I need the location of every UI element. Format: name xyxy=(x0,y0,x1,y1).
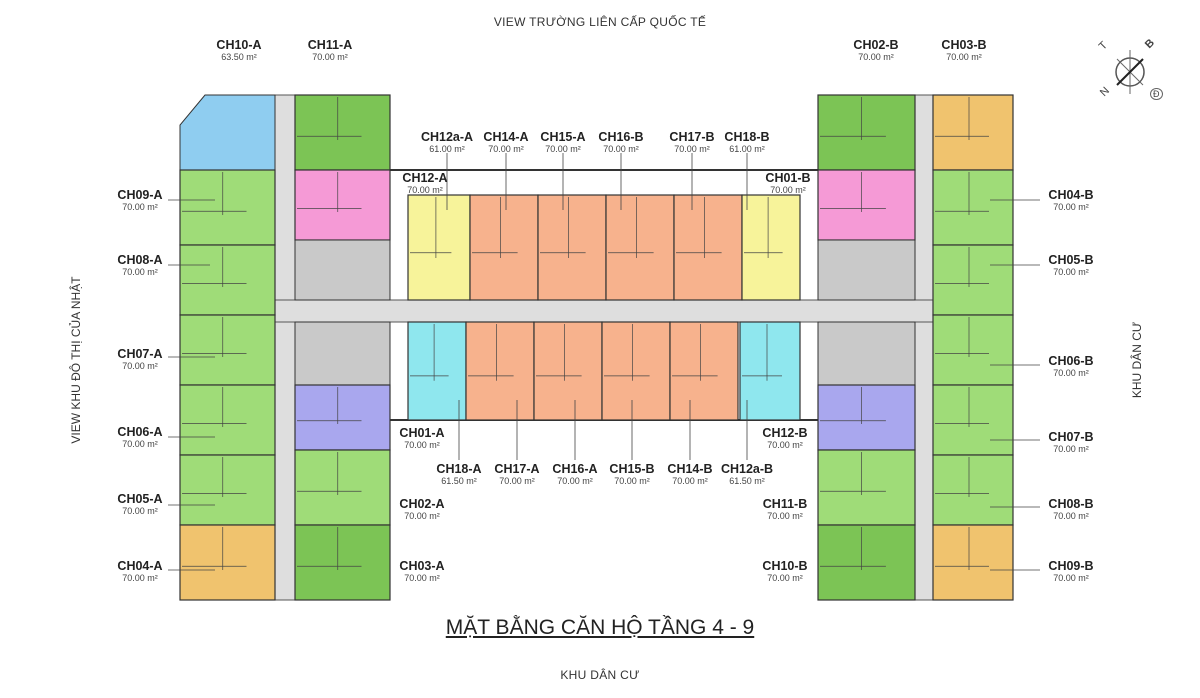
unit xyxy=(932,314,1014,386)
unit xyxy=(601,321,671,421)
unit xyxy=(407,194,471,301)
core-stair-lift xyxy=(294,239,391,301)
unit xyxy=(294,449,391,526)
view-bottom-label: KHU DÂN CƯ xyxy=(560,668,640,682)
unit-ch10-a xyxy=(179,94,276,171)
unit xyxy=(179,524,276,601)
unit xyxy=(932,524,1014,601)
view-top-label: VIEW TRƯỜNG LIÊN CẤP QUỐC TẾ xyxy=(493,15,707,29)
unit xyxy=(179,169,276,246)
unit xyxy=(179,454,276,526)
unit xyxy=(465,321,535,421)
plan-title: MẶT BẰNG CĂN HỘ TẦNG 4 - 9 xyxy=(445,616,755,639)
view-right-label: KHU DÂN CƯ xyxy=(1130,321,1144,399)
unit xyxy=(537,194,607,301)
compass-d: Đ xyxy=(1150,88,1163,100)
unit xyxy=(407,321,467,421)
unit xyxy=(673,194,743,301)
unit xyxy=(294,524,391,601)
core-stair-lift xyxy=(294,321,391,386)
unit xyxy=(932,169,1014,246)
core-stair-lift xyxy=(817,239,916,301)
unit xyxy=(294,384,391,451)
unit xyxy=(932,244,1014,316)
unit xyxy=(669,321,739,421)
unit xyxy=(932,454,1014,526)
unit xyxy=(179,384,276,456)
unit xyxy=(932,94,1014,171)
unit xyxy=(179,314,276,386)
corridor xyxy=(914,94,934,601)
unit xyxy=(817,449,916,526)
unit xyxy=(179,244,276,316)
unit xyxy=(533,321,603,421)
corridor xyxy=(274,299,934,323)
unit xyxy=(294,169,391,241)
unit xyxy=(817,384,916,451)
corridor xyxy=(274,94,296,601)
unit xyxy=(741,194,801,301)
unit xyxy=(817,524,916,601)
unit xyxy=(294,94,391,171)
unit xyxy=(605,194,675,301)
unit xyxy=(739,321,801,421)
unit xyxy=(817,169,916,241)
view-left-label: VIEW KHU ĐÔ THỊ CỦA NHẬT xyxy=(69,276,83,444)
unit xyxy=(817,94,916,171)
core-stair-lift xyxy=(817,321,916,386)
unit xyxy=(932,384,1014,456)
unit xyxy=(469,194,539,301)
